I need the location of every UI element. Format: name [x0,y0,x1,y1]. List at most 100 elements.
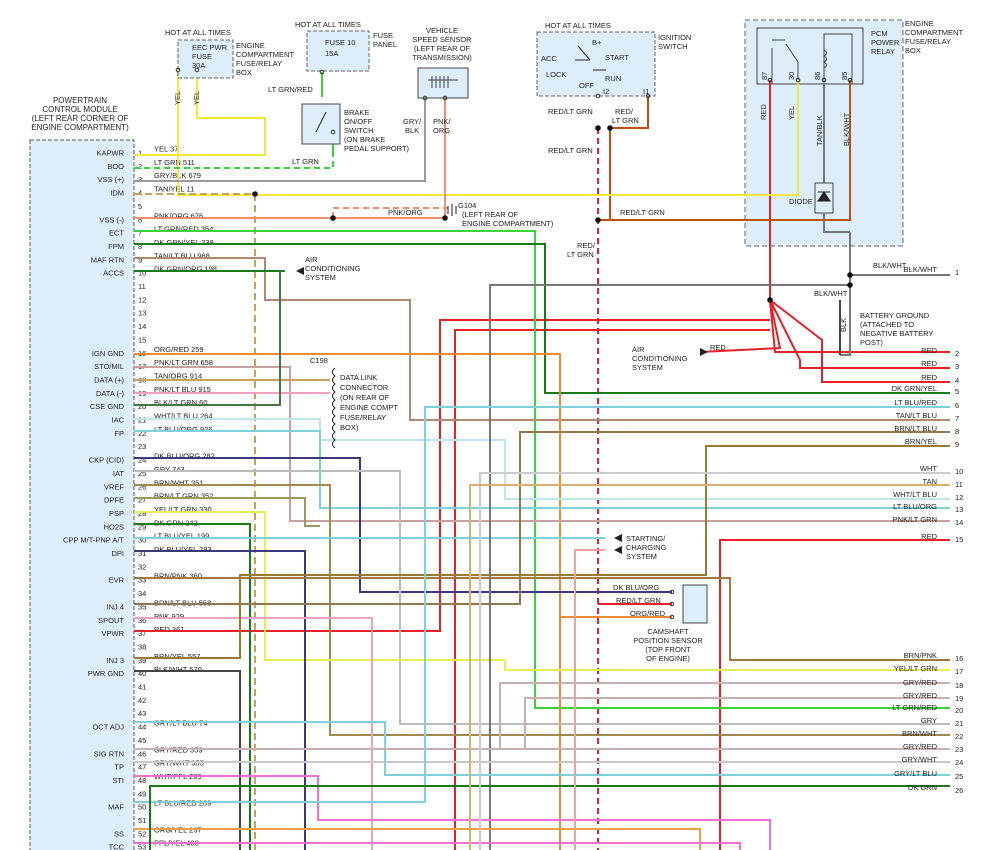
wire-label: RED/ [577,241,596,250]
pin-name: VREF [104,482,124,491]
right-pin-number: 8 [955,427,959,436]
cam-line-1: CAMSHAFT [647,627,689,636]
right-pin-number: 26 [955,786,963,795]
pin-name: TP [114,763,124,772]
wire-label: YEL [787,106,796,120]
wire-label: TAN/BLK [815,115,824,146]
terminal [669,589,675,595]
pin-wire-label: GRY/WHT 355 [154,759,204,768]
right-pin-number: 9 [955,440,959,449]
terminal [194,67,200,73]
dlc-line-3: (ON REAR OF [340,393,390,402]
wire-yel-ltgrn [134,511,950,671]
wire-label: YEL [192,91,201,105]
pin-wire-label: YEL/LT GRN 330 [154,505,212,514]
right-pin-number: 19 [955,694,963,703]
eec-loc-3: FUSE/RELAY [236,59,282,68]
relay-body [756,27,864,85]
pin-number: 33 [138,576,146,585]
wire-tan-ltblu [134,257,950,421]
ac-label: CONDITIONING [305,264,361,273]
wire-gry-red [134,682,950,750]
pin-number: 12 [138,295,146,304]
cam-wire-1: DK BLU/ORG [613,583,659,592]
junction-dot [442,215,448,221]
vss-line-1: VEHICLE [426,26,458,35]
pin-wire-label: WHT/LT BLU 264 [154,412,213,421]
pin-name: DATA (-) [96,389,125,398]
pin-wire-label: PNK 929 [154,612,184,621]
wire-red-ltgrn-ign [598,80,851,221]
ac-label: SYSTEM [305,273,336,282]
right-pin-wire: GRY [921,716,937,725]
pin-wire-label: BRN/WHT 351 [154,478,203,487]
right-pin-wire: TAN/LT BLU [896,411,937,420]
wire-label: PNK/ [433,117,451,126]
wires [134,70,950,850]
pin-number: 1 [138,149,142,158]
ign-hot: HOT AT ALL TIMES [545,21,611,30]
right-pin-number: 11 [955,480,963,489]
wire-org-yel [134,828,701,850]
wire-label: GRY/ [403,117,422,126]
wire-dkblu-yel [134,550,306,850]
cam-sensor-body [682,584,708,624]
terminal [767,77,773,83]
starting-label: CHARGING [626,543,667,552]
pin-name: MAF [108,803,124,812]
right-pin-wire: GRY/WHT [902,755,938,764]
pin-name: PSP [109,509,124,518]
right-pin-number: 6 [955,401,959,410]
pin-number: 29 [138,522,146,531]
pin-number: 50 [138,803,146,812]
right-pin-number: 17 [955,667,963,676]
brake-line-1: BRAKE [344,108,369,117]
pin-name: DPI [111,549,124,558]
right-pin-wire: BRN/WHT [902,729,937,738]
ground-icon [447,204,457,216]
pin-wire-label: GRY 743 [154,465,185,474]
pin-wire-label: BLK/WHT 570 [154,665,202,674]
ign-pos-bplus: B+ [592,38,602,47]
pin-name: KAPWR [96,149,124,158]
cam-line-2: POSITION SENSOR [633,636,703,645]
pin-number: 6 [138,215,142,224]
pin-wire-label: BRN/LT GRN 352 [154,492,213,501]
brake-switch-contact [315,111,327,133]
pin-wire-label: RED 361 [154,625,184,634]
wire-wht-ppl [134,775,771,850]
relay-pin-86: 86 [813,72,822,80]
pcm-title-4: ENGINE COMPARTMENT) [31,123,129,132]
ign-pos-start: START [605,53,629,62]
ac2-label: SYSTEM [632,363,663,372]
wire-ltblu-red [134,406,950,803]
wire-tan-yel [134,193,256,850]
wire-label: BLK [405,126,419,135]
wire-tan-blk-relay [823,84,850,233]
pin-name: BOO [107,162,124,171]
diode-icon [817,191,831,202]
pin-name: MAF RTN [91,255,124,264]
relay-label-3: RELAY [871,47,895,56]
relay-pin-87: 87 [760,72,769,80]
wire-label: BLK/WHT [842,112,851,146]
brake-switch: BRAKE ON/OFF SWITCH (ON BRAKE PEDAL SUPP… [301,103,410,153]
right-pin-wire: WHT/LT BLU [893,490,937,499]
eec-fuse-box [177,39,234,79]
right-pin-wire: GRY/RED [903,742,938,751]
dlc-line-4: ENGINE COMPT [340,403,398,412]
right-pin-wire: GRY/RED [903,678,938,687]
junction-dot [767,297,773,303]
vss-sensor-body [417,67,469,99]
pin-number: 8 [138,242,142,251]
right-pin-wire: WHT [920,464,937,473]
pcm-title-3: (LEFT REAR CORNER OF [32,114,129,123]
wire-dkgrn-yel [134,243,950,394]
vss-line-3: (LEFT REAR OF [414,44,471,53]
wire-gry-iat [134,470,950,725]
right-pin-wire: DK GRN [908,783,937,792]
terminal [795,77,801,83]
wire-blk-ltgrn [134,271,281,406]
